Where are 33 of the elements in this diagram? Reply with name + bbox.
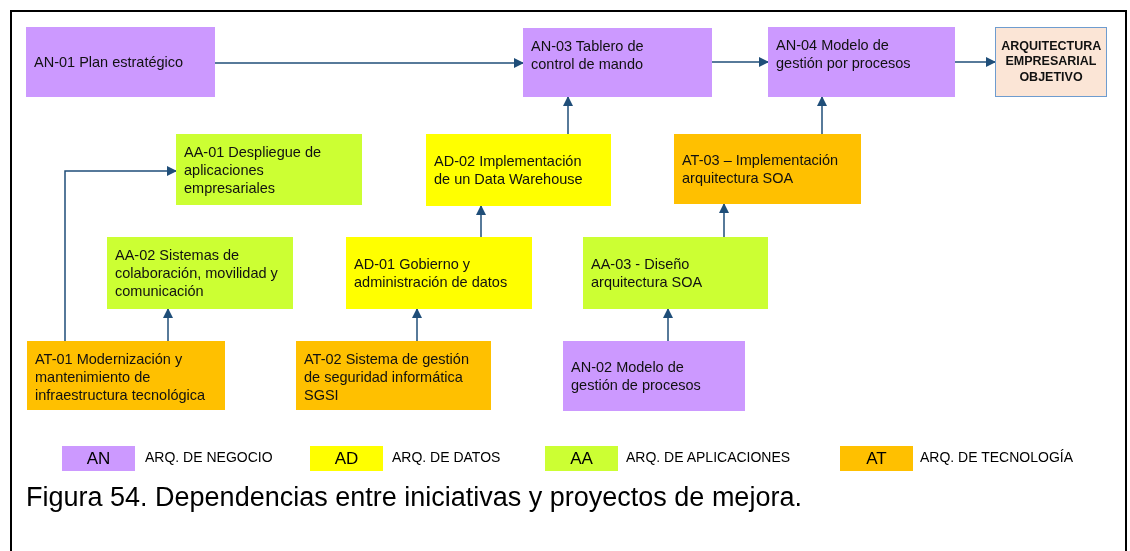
legend-swatch: AD [310,446,383,471]
arrow [719,203,729,238]
legend-label: ARQ. DE TECNOLOGÍA [920,449,1073,465]
legend-swatch: AN [62,446,135,471]
business-architecture-box: AN-04 Modelo de gestión por procesos [768,27,955,97]
arrow [817,96,827,135]
arrow [214,58,524,68]
technology-architecture-box: AT-01 Modernización y mantenimiento de infraestructura tecnológica [27,341,225,410]
technology-architecture-box: AT-02 Sistema de gestión de seguridad informática SGSI [296,341,491,410]
legend-swatch: AT [840,446,913,471]
arrow [954,57,996,67]
arrow [64,166,177,342]
arrow [663,308,673,342]
arrow [563,96,573,135]
arrow [711,57,769,67]
application-architecture-box: AA-01 Despliegue de aplicaciones empresariales [176,134,362,205]
application-architecture-box: AA-02 Sistemas de colaboración, movilidad y comunicación [107,237,293,309]
legend-swatch: AA [545,446,618,471]
legend-label: ARQ. DE NEGOCIO [145,449,273,465]
figure-caption: Figura 54. Dependencias entre iniciativas y proyectos de mejora. [26,482,802,513]
technology-architecture-box: AT-03 – Implementación arquitectura SOA [674,134,861,204]
target-architecture-box: ARQUITECTURA EMPRESARIAL OBJETIVO [995,27,1107,97]
legend-label: ARQ. DE APLICACIONES [626,449,791,465]
arrow [476,205,486,238]
arrow [163,308,173,342]
data-architecture-box: AD-01 Gobierno y administración de datos [346,237,532,309]
business-architecture-box: AN-01 Plan estratégico [26,27,215,97]
data-architecture-box: AD-02 Implementación de un Data Warehouse [426,134,611,206]
legend-label: ARQ. DE DATOS [392,449,501,465]
application-architecture-box: AA-03 - Diseño arquitectura SOA [583,237,768,309]
business-architecture-box: AN-03 Tablero de control de mando [523,28,712,97]
arrow [412,308,422,342]
business-architecture-box: AN-02 Modelo de gestión de procesos [563,341,745,411]
